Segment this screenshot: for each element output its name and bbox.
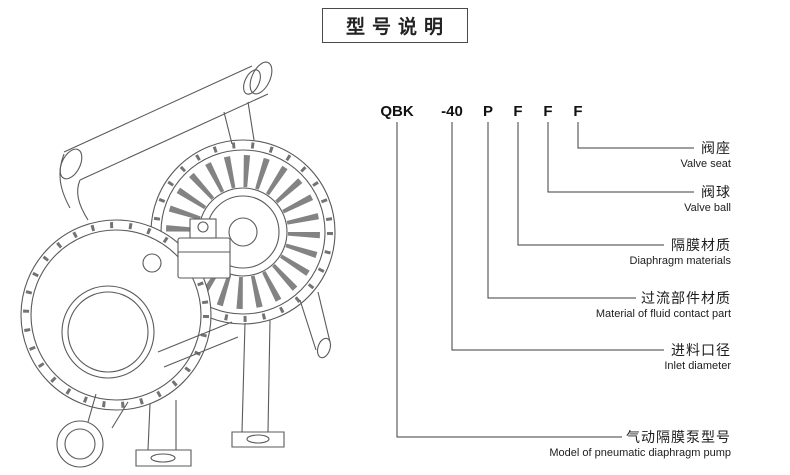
label-en: Model of pneumatic diaphragm pump — [549, 447, 731, 459]
label-en: Diaphragm materials — [629, 255, 731, 267]
label-en: Inlet diameter — [664, 360, 731, 372]
label-cn: 过流部件材质 — [641, 290, 731, 306]
label-cn: 阀座 — [701, 140, 731, 156]
label-inlet-diameter: 进料口径 Inlet diameter — [664, 342, 731, 373]
pump-illustration — [0, 20, 365, 475]
label-fluid-contact-material: 过流部件材质 Material of fluid contact part — [596, 290, 731, 321]
code-segment-model: QBK — [380, 103, 414, 120]
title-box: 型号说明 — [322, 8, 469, 43]
code-segment-diaphragm: F — [513, 103, 523, 120]
label-en: Valve seat — [680, 158, 731, 170]
label-cn: 隔膜材质 — [671, 237, 731, 253]
label-cn: 进料口径 — [671, 342, 731, 358]
label-valve-seat: 阀座 Valve seat — [680, 140, 731, 171]
label-valve-ball: 阀球 Valve ball — [684, 184, 731, 215]
label-cn: 阀球 — [701, 184, 731, 200]
code-segment-ball: F — [543, 103, 553, 120]
label-diaphragm-materials: 隔膜材质 Diaphragm materials — [630, 237, 731, 268]
label-en: Valve ball — [684, 202, 731, 214]
code-segment-body: P — [482, 103, 494, 120]
code-segment-size: -40 — [441, 103, 463, 120]
label-cn: 气动隔膜泵型号 — [626, 429, 731, 445]
label-en: Material of fluid contact part — [595, 308, 731, 320]
code-segment-seat: F — [573, 103, 583, 120]
diaphragm-pump-drawing — [20, 61, 336, 468]
label-pump-model: 气动隔膜泵型号 Model of pneumatic diaphragm pum… — [549, 429, 731, 460]
page-title: 型号说明 — [346, 17, 451, 38]
